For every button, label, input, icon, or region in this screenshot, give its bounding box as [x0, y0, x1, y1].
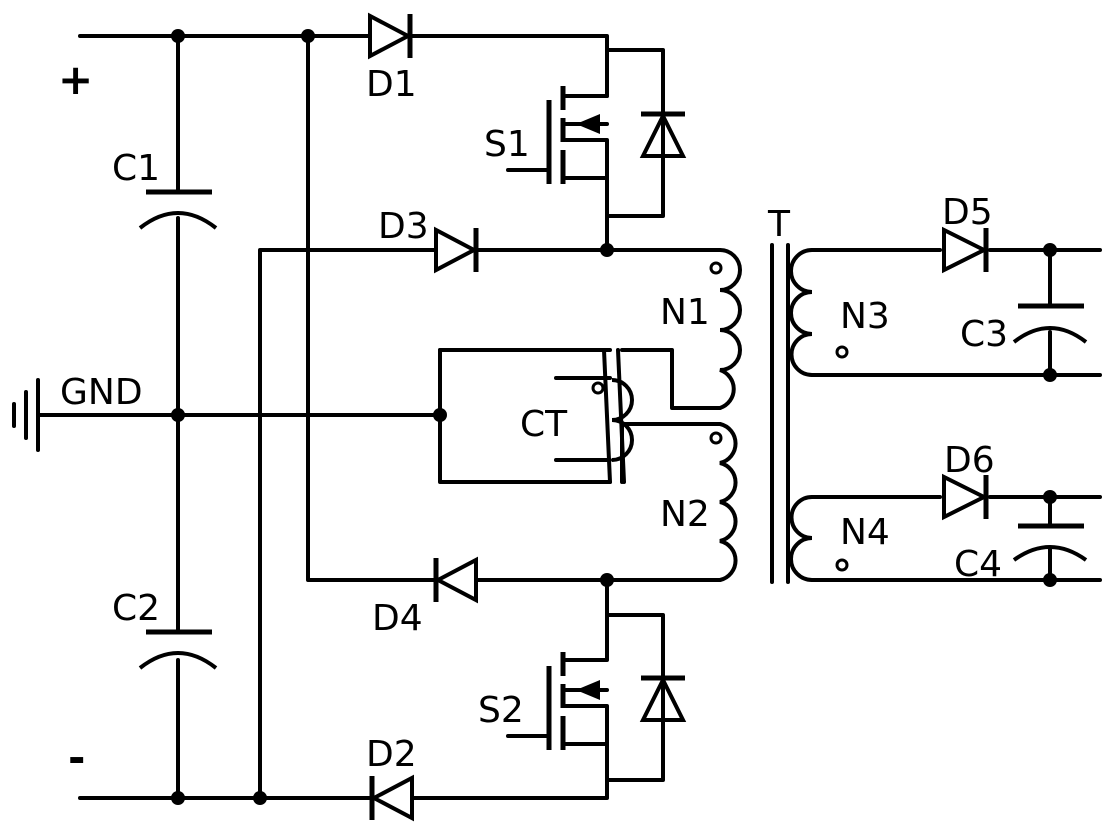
d6-label: D6 — [944, 440, 995, 481]
diode-d5 — [942, 226, 989, 274]
capacitor-c1 — [138, 189, 218, 230]
mosfet-s2 — [546, 652, 609, 750]
winding-n1 — [719, 248, 742, 410]
s1-label: S1 — [484, 124, 530, 165]
n4-polarity-dot — [835, 558, 849, 572]
diode-d4 — [433, 556, 478, 604]
minus-label: - — [68, 733, 85, 782]
d4-label: D4 — [372, 598, 423, 639]
s2-label: S2 — [478, 690, 524, 731]
d1-label: D1 — [366, 64, 417, 105]
body-diode-s2 — [639, 675, 687, 722]
n2-polarity-dot — [709, 431, 723, 445]
diode-d3 — [434, 226, 479, 274]
d5-label: D5 — [942, 192, 993, 233]
c4-label: C4 — [954, 544, 1002, 585]
winding-n4 — [789, 495, 813, 582]
t-label: T — [767, 204, 791, 245]
ground-symbol — [12, 378, 40, 452]
ct-label: CT — [520, 404, 568, 445]
c1-label: C1 — [112, 148, 160, 189]
junctions — [171, 29, 1057, 805]
diode-d6 — [942, 473, 989, 521]
capacitor-c4 — [1012, 523, 1088, 562]
c2-label: C2 — [112, 588, 160, 629]
d2-label: D2 — [366, 734, 417, 775]
mosfet-s1 — [546, 86, 609, 184]
diode-d1 — [368, 12, 413, 60]
current-transformer-ct — [591, 348, 634, 484]
capacitor-c2 — [138, 629, 218, 670]
winding-n3 — [789, 248, 813, 377]
n3-polarity-dot — [835, 345, 849, 359]
diode-d2 — [369, 774, 414, 822]
d3-label: D3 — [378, 206, 429, 247]
n1-polarity-dot — [709, 261, 723, 275]
plus-label: + — [58, 55, 93, 104]
body-diode-s1 — [639, 111, 687, 158]
capacitor-c3 — [1012, 303, 1088, 344]
winding-n2 — [719, 422, 738, 582]
transformer-t — [709, 243, 849, 584]
n1-label: N1 — [660, 292, 710, 333]
c3-label: C3 — [960, 314, 1008, 355]
wires — [38, 34, 1102, 800]
ct-polarity-dot — [591, 381, 605, 395]
labels: + - GND C1 C2 C3 C4 D1 D2 D3 D4 D5 D6 S1… — [58, 55, 1008, 782]
n2-label: N2 — [660, 494, 710, 535]
n3-label: N3 — [840, 296, 890, 337]
gnd-label: GND — [60, 372, 143, 413]
n4-label: N4 — [840, 512, 890, 553]
